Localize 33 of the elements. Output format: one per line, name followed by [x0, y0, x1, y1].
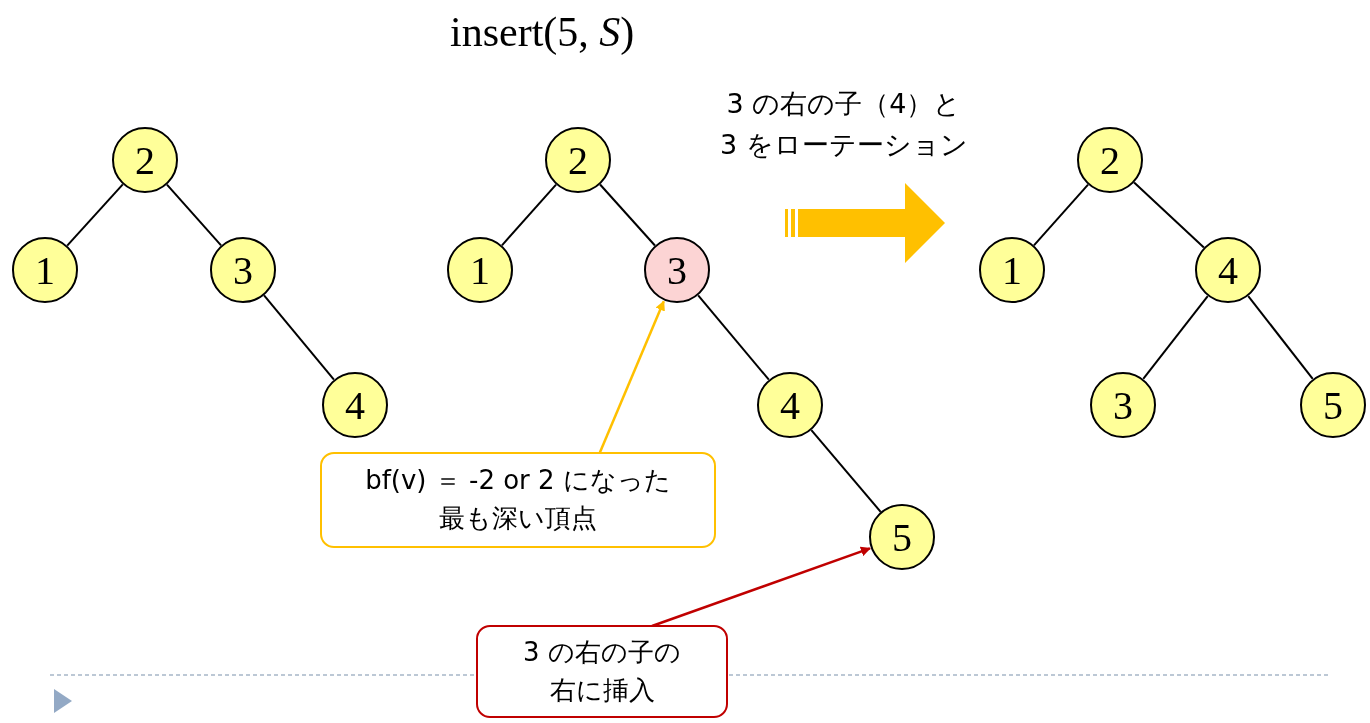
callout-text: bf(v) ＝ -2 or 2 になった最も深い頂点 — [364, 464, 672, 535]
tree-node: 3 — [1090, 372, 1156, 438]
tree-node: 5 — [869, 504, 935, 570]
tree-node: 5 — [1300, 372, 1366, 438]
tree-node: 3 — [210, 237, 276, 303]
tree-edge — [599, 183, 656, 247]
tree-node: 1 — [979, 237, 1045, 303]
tree-node: 4 — [322, 372, 388, 438]
tree-node: 4 — [757, 372, 823, 438]
tree-node: 1 — [447, 237, 513, 303]
tree-edge — [1247, 295, 1314, 380]
tree-edge — [1142, 295, 1209, 380]
tree-edge — [810, 429, 882, 513]
tree-node: 4 — [1195, 237, 1261, 303]
callout-box — [320, 452, 716, 548]
tree-node: 2 — [545, 127, 611, 193]
tree-edge — [165, 183, 223, 247]
step-note: 3 の右の子（4）と3 をローテーション — [719, 87, 969, 162]
callout-text: 3 の右の子の右に挿入 — [522, 635, 682, 707]
leader-line — [598, 300, 665, 454]
tree-node: 2 — [112, 127, 178, 193]
title: insert(5, S) — [450, 8, 635, 56]
tree-edge — [500, 183, 558, 247]
callout-box — [476, 625, 728, 718]
tree-node: 1 — [12, 237, 78, 303]
tree-edge — [66, 183, 124, 247]
tree-node: 2 — [1077, 127, 1143, 193]
highlighted-tree-node: 3 — [644, 237, 710, 303]
tree-edge — [1133, 181, 1205, 249]
tree-edge — [263, 294, 335, 381]
leader-line — [651, 546, 871, 628]
tree-edge — [697, 294, 770, 381]
tree-edge — [1032, 183, 1090, 247]
